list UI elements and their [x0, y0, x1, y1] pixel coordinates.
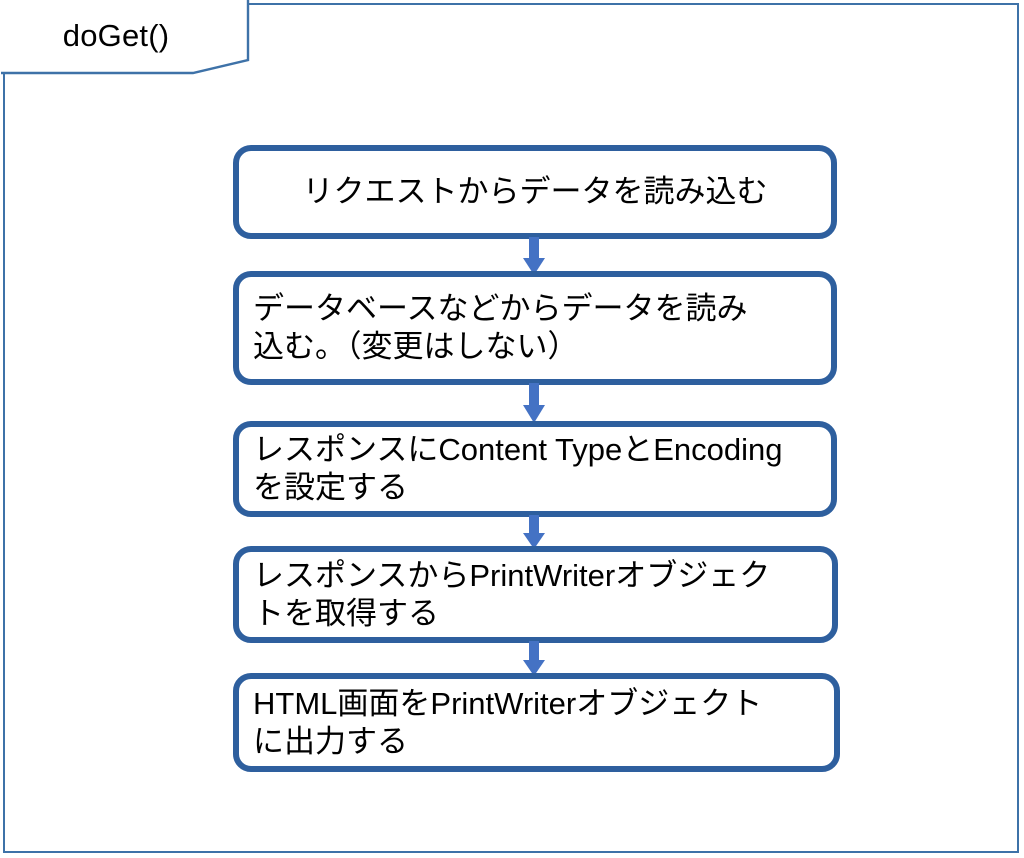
process-box-4[interactable]: レスポンスからPrintWriterオブジェク トを取得する	[233, 546, 838, 643]
connector-arrow-4	[517, 641, 551, 676]
arrow-down-icon	[523, 383, 545, 423]
connector-arrow-2	[517, 383, 551, 423]
title-tab-label: doGet()	[62, 17, 170, 53]
process-box-5[interactable]: HTML画面をPrintWriterオブジェクト に出力する	[233, 673, 840, 772]
process-box-2[interactable]: データベースなどからデータを読み 込む。（変更はしない）	[233, 271, 837, 385]
arrow-down-icon	[523, 641, 545, 676]
title-tab: doGet()	[0, 0, 250, 76]
arrow-down-icon	[523, 515, 545, 549]
connector-arrow-1	[517, 237, 551, 275]
process-box-4-label: レスポンスからPrintWriterオブジェク トを取得する	[253, 557, 771, 631]
process-box-5-label: HTML画面をPrintWriterオブジェクト に出力する	[253, 685, 763, 759]
process-box-3-label: レスポンスにContent TypeとEncoding を設定する	[253, 432, 783, 505]
process-box-1-label: リクエストからデータを読み込む	[302, 174, 768, 210]
connector-arrow-3	[517, 515, 551, 549]
process-box-2-label: データベースなどからデータを読み 込む。（変更はしない）	[253, 291, 748, 364]
process-box-3[interactable]: レスポンスにContent TypeとEncoding を設定する	[233, 421, 837, 517]
arrow-down-icon	[523, 237, 545, 275]
process-box-1[interactable]: リクエストからデータを読み込む	[233, 145, 837, 239]
title-tab-shape	[1, 0, 250, 75]
